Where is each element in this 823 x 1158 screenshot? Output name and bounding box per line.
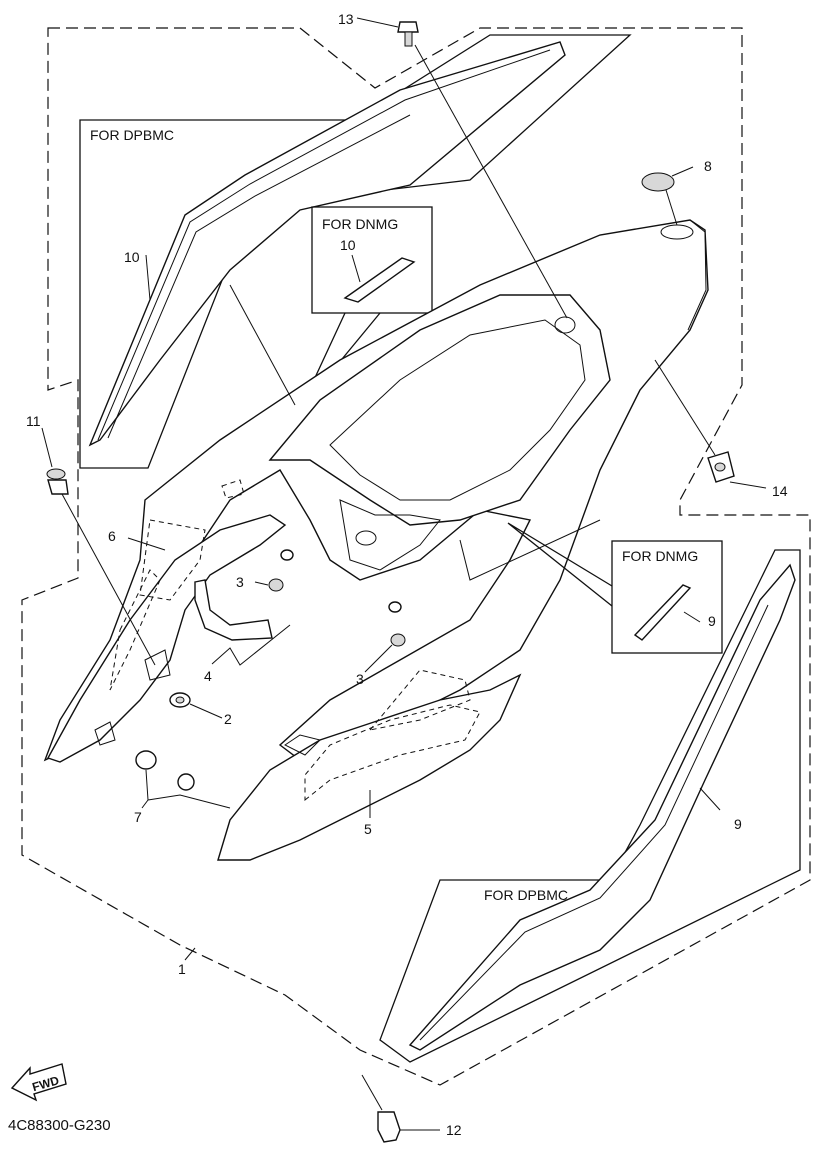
callout-10-top: 10 [124, 249, 140, 265]
leader-lines [41, 17, 767, 1131]
tail-light-screw [355, 530, 377, 546]
dpbmc-top-label: FOR DPBMC [90, 127, 174, 143]
callout-4: 4 [204, 668, 212, 684]
decal-9-large [408, 563, 796, 1051]
callout-labels: 13 8 10 10 11 14 6 3 9 4 3 2 7 5 9 1 12 [26, 11, 788, 1138]
grommets-3 [268, 549, 406, 647]
dpbmc-bottom-group: FOR DPBMC [379, 549, 801, 1063]
cowling-dash-a [221, 479, 245, 499]
fwd-arrow-icon: FWD [10, 1063, 67, 1102]
callout-12: 12 [446, 1122, 462, 1138]
rivet-11 [46, 468, 69, 495]
nut-14 [707, 451, 735, 483]
grommet-boss-a [144, 649, 171, 681]
callout-3b: 3 [356, 671, 364, 687]
decal-10-large [88, 41, 566, 447]
decal-9-small [633, 584, 692, 641]
dpbmc-bottom-box [379, 549, 801, 1063]
dpbmc-top-group: FOR DPBMC [79, 34, 632, 469]
side-cover-5-dash-b [368, 669, 471, 731]
emblem-8 [641, 172, 675, 192]
side-cover-5-dash [304, 704, 481, 802]
callout-5: 5 [364, 821, 372, 837]
dnmg-right-group: FOR DNMG [507, 522, 723, 654]
collar-2 [169, 692, 191, 708]
bolt-13 [397, 21, 419, 47]
callout-9-dnmg: 9 [708, 613, 716, 629]
dnmg-top-label: FOR DNMG [322, 216, 398, 232]
side-cover-5-body [217, 673, 522, 861]
callout-10-dnmg: 10 [340, 237, 356, 253]
dnmg-right-label: FOR DNMG [622, 548, 698, 564]
grommet-boss-b [94, 721, 116, 746]
side-cover-5 [217, 669, 522, 861]
side-cover-6-body [46, 514, 287, 763]
callout-7: 7 [134, 809, 142, 825]
tail-light-recess [339, 499, 441, 571]
dnmg-right-box [611, 540, 723, 654]
screw-12 [377, 1111, 401, 1143]
tail-cowling [43, 219, 709, 762]
figure-code: 4C88300-G230 [8, 1117, 111, 1134]
tail-tip [687, 219, 707, 331]
callout-14: 14 [772, 483, 788, 499]
cowling-side-line [459, 519, 601, 581]
dnmg-right-pointer [507, 522, 613, 607]
decal-10-stripe-b [107, 114, 411, 439]
callout-2: 2 [224, 711, 232, 727]
side-cover-6 [46, 514, 287, 763]
callout-1: 1 [178, 961, 186, 977]
callout-8: 8 [704, 158, 712, 174]
callout-3a: 3 [236, 574, 244, 590]
callout-11: 11 [26, 413, 41, 429]
decal-10-small [343, 257, 416, 303]
grommets-7 [135, 750, 195, 791]
cowling-bolt-hole [554, 316, 576, 334]
callout-9-bottom: 9 [734, 816, 742, 832]
dpbmc-bottom-label: FOR DPBMC [484, 887, 568, 903]
side-cover-6-dash [139, 519, 206, 601]
callout-6: 6 [108, 528, 116, 544]
bracket-4 [194, 579, 273, 641]
side-cover-6-dash-b [109, 569, 161, 691]
decal-9-stripe [419, 604, 769, 1041]
seat-inner [329, 319, 586, 501]
seat-opening [268, 294, 611, 526]
side-cover-5-mount [284, 734, 321, 756]
dnmg-top-box [311, 206, 433, 314]
callout-13: 13 [338, 11, 354, 27]
decal-10-stripe [97, 49, 551, 441]
assembly-outline [21, 27, 811, 1086]
